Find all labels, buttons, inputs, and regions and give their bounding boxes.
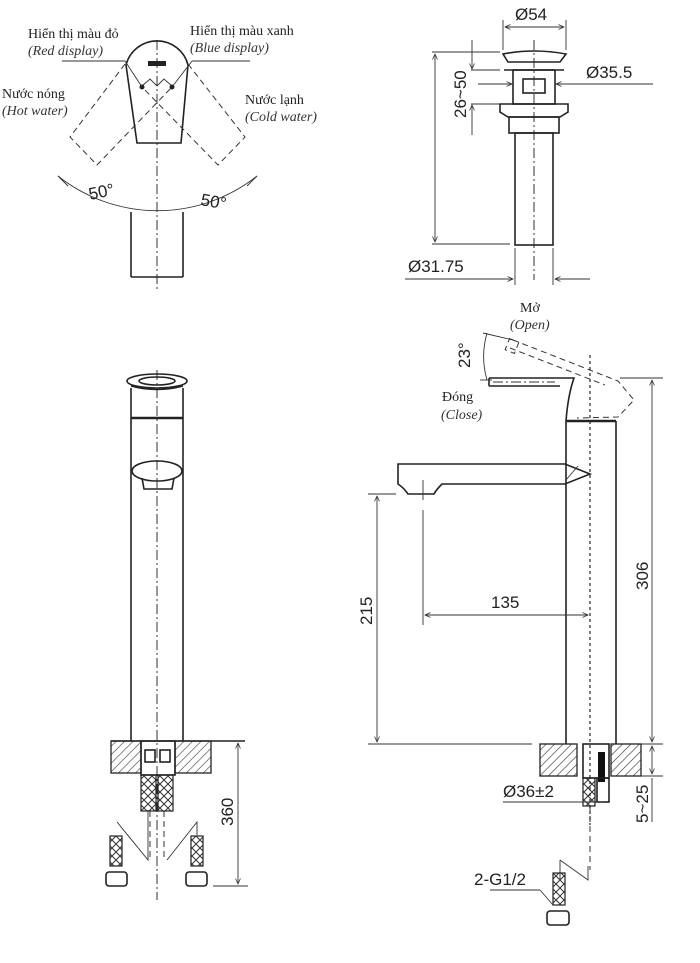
top-view: Hiển thị màu đỏ (Red display) Hiển thị m…	[2, 24, 317, 292]
mount-hole-label: Ø36±2	[503, 782, 554, 801]
pipe-diameter-label: Ø31.75	[408, 257, 464, 276]
cold-connector-icon	[185, 871, 208, 887]
connection-label: 2-G1/2	[474, 870, 526, 889]
drain-view: Ø54 Ø35.5 26~50 Ø31.75	[405, 5, 653, 285]
blue-display-label-en: (Blue display)	[190, 41, 269, 56]
open-label: Mở	[520, 301, 540, 316]
front-view: 360	[105, 370, 248, 900]
hot-water-label-en: (Hot water)	[2, 104, 68, 119]
red-display-label: Hiển thị màu đỏ	[28, 27, 119, 42]
total-height-label: 306	[633, 562, 652, 590]
spout-reach-label: 135	[491, 593, 519, 612]
angle-right-label: 50°	[199, 190, 228, 213]
lever-angle-label: 23°	[455, 342, 474, 368]
side-view: 23° 215 135 306 Ø36±2 5~25	[357, 301, 663, 926]
close-label-en: (Close)	[441, 408, 483, 423]
cold-water-label-en: (Cold water)	[245, 110, 317, 125]
g-half-connector-icon	[546, 910, 570, 926]
blue-display-label: Hiển thị màu xanh	[190, 24, 294, 39]
red-display-label-en: (Red display)	[28, 44, 103, 59]
hot-connector-icon	[105, 871, 128, 887]
body-diameter-label: Ø35.5	[586, 63, 632, 82]
open-label-en: (Open)	[510, 318, 550, 333]
angle-left-label: 50°	[87, 180, 116, 204]
spout-height-label: 215	[357, 597, 376, 625]
display-indicator-icon	[148, 61, 166, 66]
hose-length-label: 360	[218, 798, 237, 826]
deck-thickness-label: 5~25	[633, 785, 652, 823]
thickness-range-label: 26~50	[451, 70, 470, 118]
close-label: Đóng	[442, 390, 473, 405]
cold-water-label: Nước lạnh	[245, 93, 304, 108]
hot-water-label: Nước nóng	[2, 87, 65, 102]
top-diameter-label: Ø54	[515, 5, 547, 24]
